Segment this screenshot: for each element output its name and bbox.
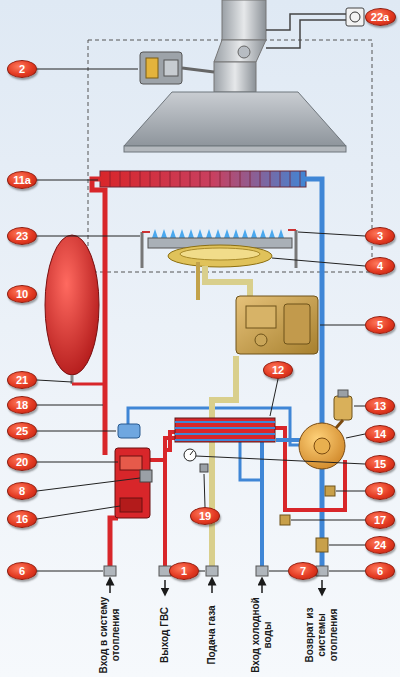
- callout-number: 2: [19, 64, 25, 75]
- callout-number: 18: [16, 400, 28, 411]
- port-label: Вход в систему отопления: [98, 596, 122, 674]
- callout-oval: 6: [365, 562, 395, 580]
- callout-number: 6: [19, 566, 25, 577]
- callout-number: 7: [300, 566, 306, 577]
- callout-oval: 4: [365, 257, 395, 275]
- port-label: Возврат из системы отопления: [304, 596, 340, 674]
- callout-oval: 21: [7, 371, 37, 389]
- callout-number: 4: [377, 261, 383, 272]
- port-label: Подача газа: [206, 596, 218, 674]
- callout-oval: 2: [7, 60, 37, 78]
- callout-number: 23: [16, 231, 28, 242]
- callout-oval: 20: [7, 453, 37, 471]
- callout-oval: 24: [365, 536, 395, 554]
- callout-number: 9: [377, 486, 383, 497]
- callout-oval: 15: [365, 455, 395, 473]
- callout-oval: 22a: [365, 8, 396, 26]
- port-label: Вход холодной воды: [250, 596, 274, 674]
- callout-number: 8: [19, 486, 25, 497]
- callout-number: 20: [16, 457, 28, 468]
- callout-number: 21: [16, 375, 28, 386]
- callout-oval: 8: [7, 482, 37, 500]
- callout-oval: 19: [190, 507, 220, 525]
- callout-number: 17: [374, 515, 386, 526]
- callout-number: 5: [377, 320, 383, 331]
- callout-number: 12: [272, 365, 284, 376]
- callout-oval: 13: [365, 397, 395, 415]
- callout-number: 14: [374, 429, 386, 440]
- port-label: Выход ГВС: [159, 596, 171, 674]
- callout-number: 3: [377, 231, 383, 242]
- callout-oval: 14: [365, 425, 395, 443]
- callout-oval: 5: [365, 316, 395, 334]
- callout-oval: 1: [169, 562, 199, 580]
- callout-oval: 11a: [7, 171, 37, 189]
- callout-oval: 10: [7, 285, 37, 303]
- callout-oval: 18: [7, 396, 37, 414]
- callout-oval: 9: [365, 482, 395, 500]
- callout-oval: 6: [7, 562, 37, 580]
- callout-number: 19: [199, 511, 211, 522]
- callout-oval: 7: [288, 562, 318, 580]
- callout-number: 13: [374, 401, 386, 412]
- callout-number: 1: [181, 566, 187, 577]
- callout-oval: 12: [263, 361, 293, 379]
- callout-number: 22a: [371, 12, 389, 23]
- callout-number: 15: [374, 459, 386, 470]
- callout-number: 10: [16, 289, 28, 300]
- callout-oval: 23: [7, 227, 37, 245]
- callout-number: 6: [377, 566, 383, 577]
- callout-oval: 25: [7, 422, 37, 440]
- callout-number: 25: [16, 426, 28, 437]
- callout-number: 11a: [13, 175, 31, 186]
- callout-oval: 3: [365, 227, 395, 245]
- callout-oval: 17: [365, 511, 395, 529]
- callout-oval: 16: [7, 510, 37, 528]
- callout-number: 24: [374, 540, 386, 551]
- callout-number: 16: [16, 514, 28, 525]
